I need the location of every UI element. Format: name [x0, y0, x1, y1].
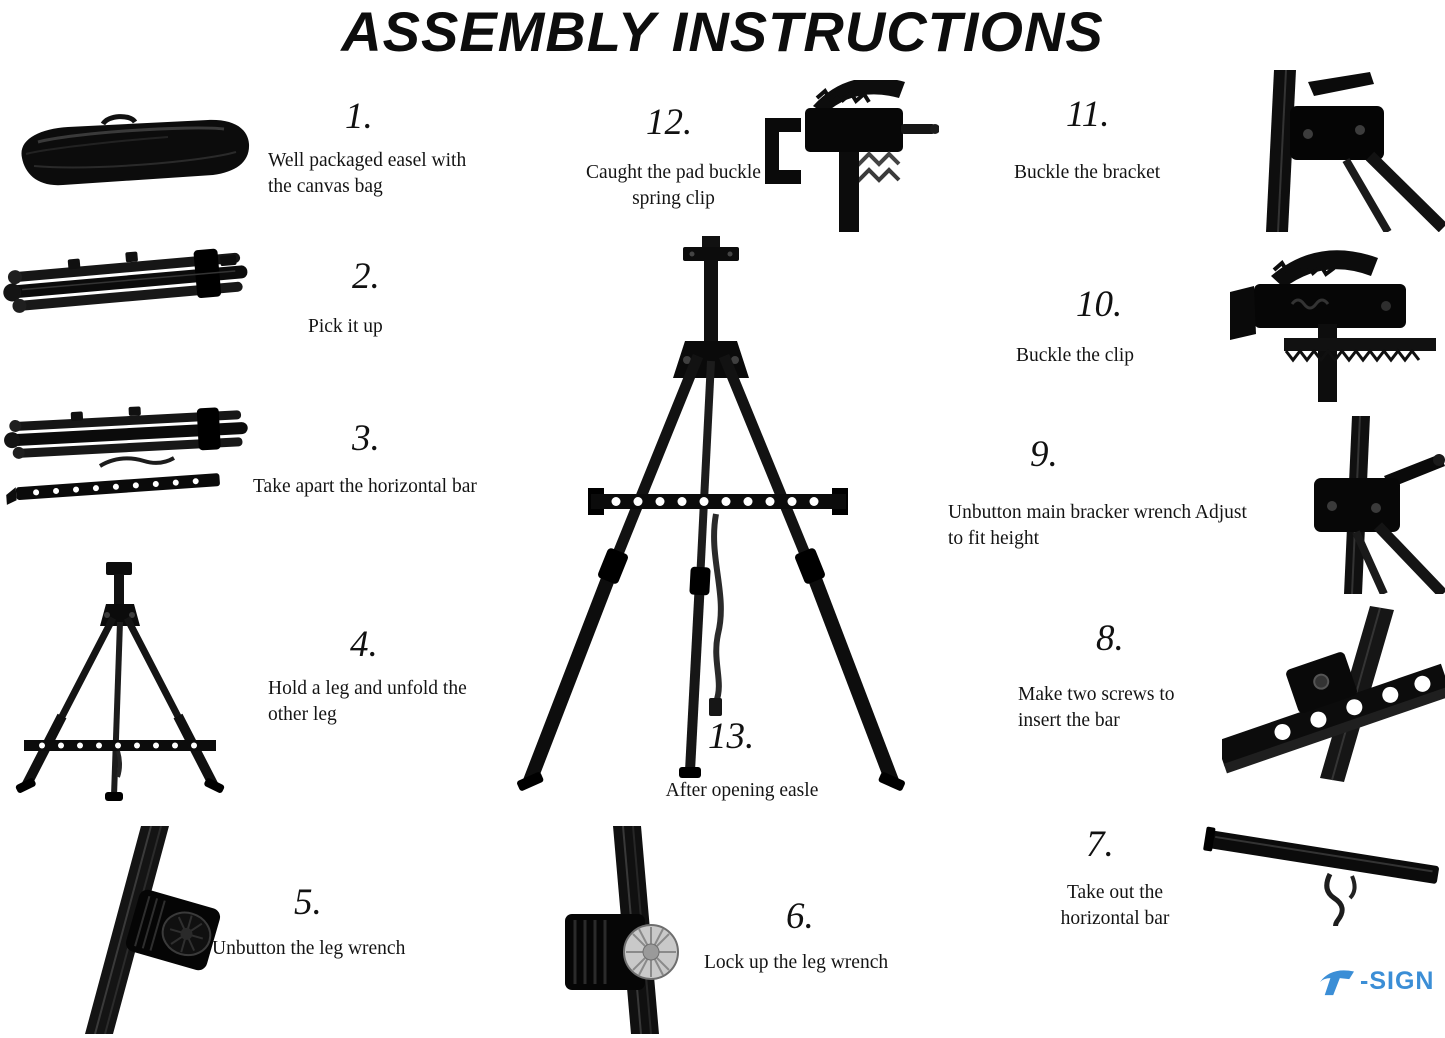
step-7-number: 7. [1086, 824, 1114, 865]
step-5-caption: Unbutton the leg wrench [212, 938, 406, 959]
step-10-number: 10. [1076, 284, 1123, 325]
step-9-number: 9. [1030, 434, 1058, 475]
t-sign-logo-icon [1318, 964, 1356, 998]
step-11-number: 11. [1066, 94, 1110, 135]
bar-insert-screws-image [1222, 606, 1445, 782]
step-7-caption: Take out the horizontal bar [1060, 882, 1170, 929]
step-6-caption: Lock up the leg wrench [704, 952, 889, 973]
partially-opened-easel-image [10, 562, 230, 812]
step-6-number: 6. [786, 896, 814, 937]
step-11-caption: Buckle the bracket [1014, 162, 1161, 183]
main-bracket-wrench-image [1256, 416, 1445, 594]
step-1-caption: Well packaged easel with the canvas bag [268, 150, 467, 197]
step-2-number: 2. [352, 256, 380, 297]
brand-logo: -SIGN [1318, 964, 1434, 998]
step-12-number: 12. [646, 102, 693, 143]
leg-wrench-locked-image [543, 826, 705, 1034]
page-title: ASSEMBLY INSTRUCTIONS [341, 0, 1104, 63]
step-9-caption: Unbutton main bracker wrench Adjust to f… [948, 502, 1247, 549]
bracket-closeup-image [1238, 70, 1445, 232]
step-12-caption: Caught the pad buckle spring clip [586, 162, 761, 209]
folded-easel-image [0, 236, 265, 332]
folded-easel-with-bar-image [0, 404, 265, 506]
step-4-number: 4. [350, 624, 378, 665]
brand-name: -SIGN [1360, 966, 1435, 995]
pad-buckle-spring-clip-image [753, 80, 939, 232]
step-13-caption: After opening easle [665, 780, 819, 801]
packaged-easel-bag-image [8, 110, 253, 195]
step-3-caption: Take apart the horizontal bar [253, 476, 477, 497]
leg-wrench-open-image [55, 826, 225, 1034]
step-1-number: 1. [345, 96, 373, 137]
horizontal-bar-with-strap-image [1202, 818, 1445, 926]
step-8-caption: Make two screws to insert the bar [1018, 684, 1175, 731]
step-2-caption: Pick it up [308, 316, 383, 337]
step-4-caption: Hold a leg and unfold the other leg [268, 678, 467, 725]
spring-clip-closeup-image [1226, 246, 1445, 402]
step-5-number: 5. [294, 882, 322, 923]
step-3-number: 3. [352, 418, 380, 459]
step-10-caption: Buckle the clip [1016, 345, 1135, 366]
fully-assembled-easel-image [488, 236, 934, 814]
step-13-number: 13. [708, 716, 755, 757]
step-8-number: 8. [1096, 618, 1124, 659]
